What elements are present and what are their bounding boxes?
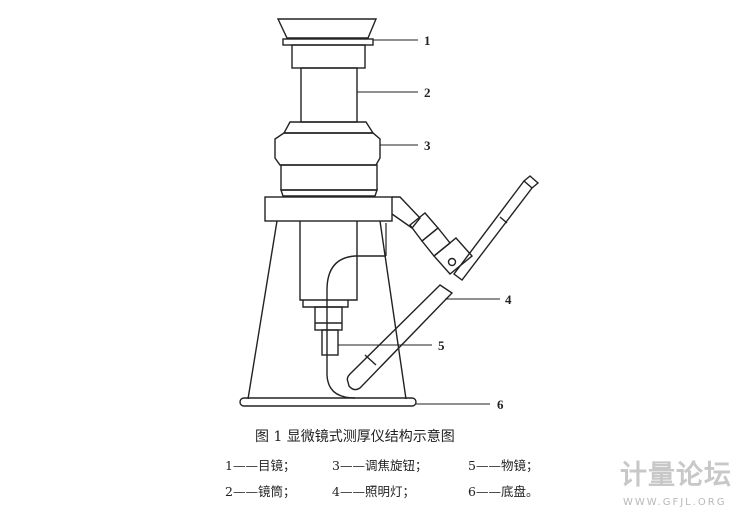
legend-item: 2——镜筒； <box>225 484 296 499</box>
callout-1: 1 <box>424 33 431 48</box>
lens-tube <box>300 67 358 123</box>
base-cone <box>247 220 407 400</box>
objective <box>299 221 358 356</box>
collar-block <box>264 196 393 222</box>
callout-4: 4 <box>505 292 512 307</box>
callout-6: 6 <box>497 397 504 412</box>
watermark-url: WWW.GFJL.ORG <box>623 497 727 508</box>
illumination-lamp <box>346 175 540 391</box>
callout-3: 3 <box>424 138 431 153</box>
legend-item: 4——照明灯； <box>332 484 415 499</box>
eyepiece <box>276 18 378 69</box>
legend-item: 5——物镜； <box>468 458 539 473</box>
callout-2: 2 <box>424 85 431 100</box>
legend-item: 6——底盘。 <box>468 484 539 499</box>
figure-caption: 图 1 显微镜式测厚仪结构示意图 <box>255 429 455 445</box>
focus-knob <box>274 121 381 197</box>
watermark-title: 计量论坛 <box>620 460 732 491</box>
leader-lines <box>338 39 500 405</box>
legend-item: 1——目镜； <box>225 458 296 473</box>
callout-5: 5 <box>438 338 445 353</box>
base-plate <box>239 397 417 407</box>
legend-item: 3——调焦旋钮； <box>332 458 428 473</box>
light-guide <box>326 255 386 399</box>
